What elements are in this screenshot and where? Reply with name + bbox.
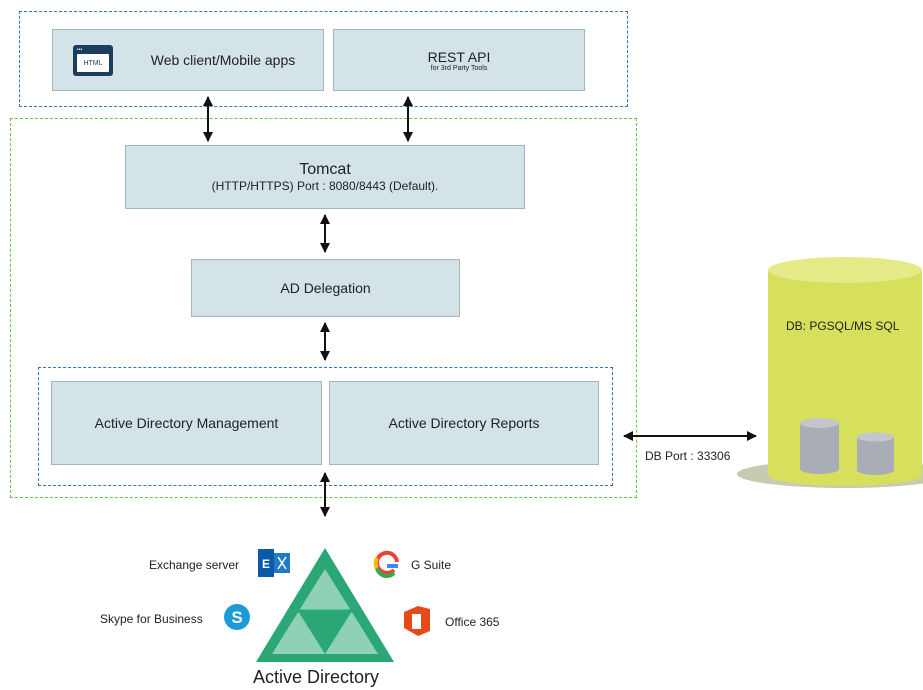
office365-label: Office 365 (445, 615, 500, 629)
web-client-label: Web client/Mobile apps (150, 52, 296, 68)
ad-delegation-box: AD Delegation (191, 259, 460, 317)
ad-reports-box: Active Directory Reports (329, 381, 599, 465)
exchange-label: Exchange server (149, 558, 240, 572)
active-directory-title: Active Directory (253, 667, 380, 687)
gsuite-label: G Suite (411, 558, 452, 572)
html-icon: ••• HTML (73, 45, 113, 76)
db-small-cylinder-1-icon (800, 418, 839, 474)
office365-icon (404, 606, 430, 636)
ad-delegation-label: AD Delegation (280, 280, 371, 296)
db-small-cylinder-2-icon (857, 432, 894, 475)
ad-management-box: Active Directory Management (51, 381, 322, 465)
db-port-label: DB Port : 33306 (645, 449, 731, 463)
html-badge-label: HTML (83, 59, 103, 67)
rest-api-box: REST API for 3rd Party Tools (333, 29, 585, 91)
svg-text:S: S (231, 608, 242, 627)
client-layer-boundary (19, 11, 628, 107)
rest-api-label: REST API (427, 48, 491, 65)
ad-management-label: Active Directory Management (94, 415, 279, 431)
tomcat-port-label: (HTTP/HTTPS) Port : 8080/8443 (Default). (211, 179, 439, 193)
skype-label: Skype for Business (100, 612, 203, 626)
tomcat-label: Tomcat (299, 161, 351, 178)
active-directory-triangle-icon (256, 548, 394, 662)
exchange-icon: E (258, 549, 290, 577)
database-label: DB: PGSQL/MS SQL (786, 319, 900, 333)
web-client-box: ••• HTML Web client/Mobile apps (52, 29, 324, 91)
google-icon (373, 550, 399, 579)
database-cylinder-icon (737, 257, 923, 488)
svg-text:E: E (262, 557, 270, 571)
tomcat-box: Tomcat (HTTP/HTTPS) Port : 8080/8443 (De… (125, 145, 525, 209)
rest-api-sublabel: for 3rd Party Tools (430, 64, 488, 72)
ad-reports-label: Active Directory Reports (388, 415, 540, 431)
skype-icon: S (224, 604, 250, 630)
